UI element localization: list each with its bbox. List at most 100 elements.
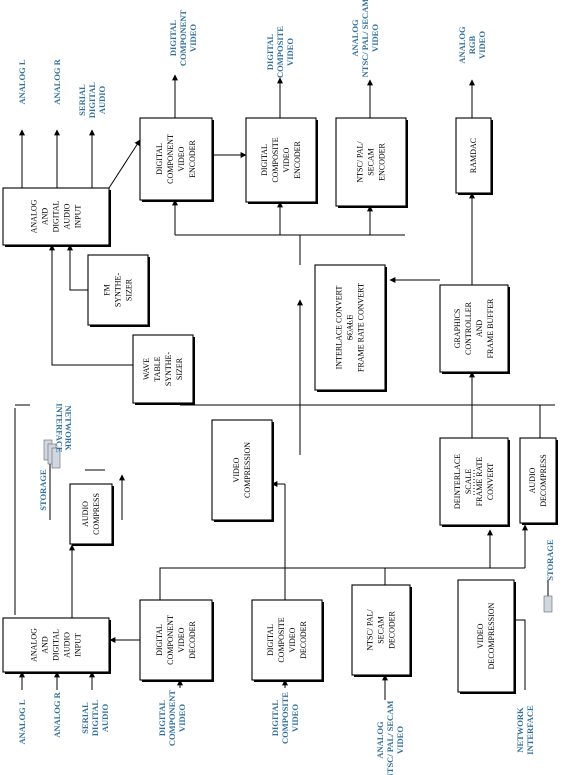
connector (67, 244, 88, 291)
audio-input-top-block-frame (2, 187, 110, 246)
label-analog-ntsc-in-line: NTSC/ PAL/ SECAM (385, 701, 395, 775)
label-storage-right: STORAGE (545, 539, 555, 581)
label-serial-audio-in-line: AUDIO (100, 703, 110, 732)
label-network-interface-right-line: INTERFACE (525, 705, 535, 755)
audio-input-bottom-block-text-line: DIGITAL (52, 629, 61, 661)
deinterlace-block-frame (439, 437, 509, 526)
audio-input-top-block-text-line: DIGITAL (52, 200, 61, 232)
label-analog-ntsc-out-line: ANALOG (350, 19, 360, 57)
graphics-controller-block-frame (439, 284, 509, 373)
audio-compress-block-text-line: AUDIO (81, 501, 90, 527)
digital-composite-decoder-text-line: DIGITAL (266, 624, 275, 656)
digital-composite-encoder-text-line: VIDEO (282, 147, 291, 172)
connector (49, 244, 133, 366)
digital-composite-encoder-text-line: COMPOSITE (271, 137, 280, 182)
digital-component-encoder-text-line: VIDEO (177, 146, 186, 171)
digital-composite-decoder-text-line: DECODER (299, 620, 308, 658)
fm-synthesizer-block-text-line: SIZER (125, 278, 134, 301)
label-analog-rgb-out-line: ANALOG (457, 26, 467, 64)
digital-component-encoder-text-line: DIGITAL (155, 143, 164, 175)
label-storage-right-line: STORAGE (545, 539, 555, 581)
digital-composite-encoder-text-line: DIGITAL (260, 144, 269, 176)
digital-composite-decoder-frame (251, 599, 323, 681)
audio-compress-block-text-line: COMPRESS (92, 493, 101, 535)
label-analog-l-in-line: ANALOG L (17, 699, 27, 744)
label-digital-composite-in-line: VIDEO (290, 704, 300, 732)
label-digital-composite-out-line: DIGITAL (265, 34, 275, 71)
digital-composite-decoder-text-line: COMPOSITE (277, 617, 286, 662)
audio-decompress-block-frame (519, 437, 557, 524)
audio-compress-block-frame (69, 483, 113, 545)
connector (108, 139, 141, 189)
audio-input-top-block-text-line: INPUT (74, 205, 83, 229)
audio-input-bottom-block-text-line: ANALOG (30, 628, 39, 662)
ntsc-decoder-block-frame (351, 584, 411, 676)
ramdac-block: RAMDAC (455, 117, 493, 195)
label-analog-r-out: ANALOG R (52, 58, 62, 104)
digital-component-encoder-text-line: ENCODER (188, 139, 197, 177)
audio-input-bottom-block-text-line: AND (41, 636, 50, 654)
label-analog-ntsc-in-line: VIDEO (395, 726, 405, 754)
label-digital-composite-in-line: COMPOSITE (280, 692, 290, 744)
fm-synthesizer-block-text-line: SYNTHE- (114, 273, 123, 308)
label-analog-ntsc-out-line: VIDEO (370, 24, 380, 52)
label-storage-left: STORAGE (38, 469, 48, 511)
wave-table-synthesizer-block-text-line: SIZER (175, 357, 184, 380)
label-analog-ntsc-in-line: ANALOG (375, 721, 385, 759)
digital-composite-encoder-text-line: ENCODER (293, 140, 302, 178)
label-network-interface-left-line: INTERFACE (55, 403, 65, 453)
label-network-interface-right-line: NETWORK (515, 707, 525, 753)
audio-input-bottom-block-text-line: AUDIO (63, 632, 72, 658)
digital-component-decoder-text-line: COMPONENT (166, 615, 175, 665)
graphics-controller-block-text-line: CONTROLLER (464, 301, 473, 355)
fm-synthesizer-block-frame (87, 254, 149, 326)
label-analog-ntsc-out-line: NTSC/ PAL/ SECAM (360, 0, 370, 77)
ntsc-encoder-block-text-line: SECAM (367, 148, 376, 176)
label-digital-composite-in-line: DIGITAL (270, 700, 280, 737)
deinterlace-block-text-line: FRAME RATE (475, 457, 484, 507)
label-analog-r-out-line: ANALOG R (52, 58, 62, 104)
label-analog-l-out-line: ANALOG L (17, 59, 27, 104)
ntsc-decoder-block-text-line: NTSC/ PAL/ (366, 609, 375, 651)
video-decompression-block-text-line: VIDEO (476, 623, 485, 648)
label-network-interface-left-line: NETWORK (64, 405, 74, 451)
ntsc-encoder-block-text-line: NTSC/ PAL/ (356, 141, 365, 183)
storage-icon-right (543, 595, 553, 613)
label-serial-audio-in-line: DIGITAL (90, 700, 100, 737)
label-serial-audio-out-line: DIGITAL (87, 82, 97, 119)
ntsc-decoder-block-text-line: DECODER (388, 610, 397, 648)
label-digital-component-out-line: VIDEO (188, 24, 198, 52)
video-compression-block-frame (211, 419, 273, 521)
deinterlace-block-text-line: DEINTERLACE (453, 454, 462, 509)
audio-input-bottom-block-text-line: INPUT (74, 633, 83, 657)
audio-input-top-block-text-line: AUDIO (63, 203, 72, 229)
deinterlace-block-text-line: SCALE (464, 469, 473, 494)
digital-component-encoder-frame (139, 117, 213, 201)
digital-component-decoder-text-line: VIDEO (177, 627, 186, 652)
